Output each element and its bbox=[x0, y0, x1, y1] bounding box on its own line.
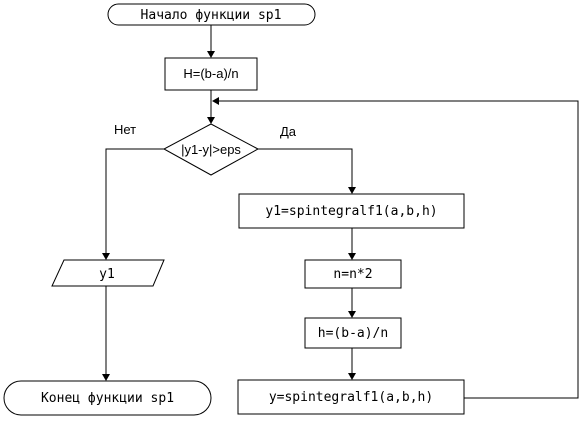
branch-no-label: Нет bbox=[114, 122, 136, 137]
edge-no-to-output bbox=[102, 148, 164, 260]
double-n-process: n=n*2 bbox=[304, 259, 402, 289]
start-label: Начало функции sp1 bbox=[141, 8, 282, 23]
h-update-process: h=(b-a)/n bbox=[304, 317, 402, 349]
condition-label: |y1-y|>eps bbox=[181, 142, 241, 157]
start-terminator: Начало функции sp1 bbox=[107, 3, 316, 26]
branch-yes-label: Да bbox=[280, 124, 297, 139]
edge-yes-to-y1 bbox=[258, 148, 356, 194]
condition-decision: |y1-y|>eps bbox=[162, 123, 260, 176]
calc-y1-label: y1=spintegralf1(a,b,h) bbox=[265, 204, 437, 219]
h-update-label: h=(b-a)/n bbox=[318, 326, 388, 341]
edge-loop-back bbox=[212, 97, 579, 399]
output-label: y1 bbox=[99, 267, 115, 282]
double-n-label: n=n*2 bbox=[333, 267, 372, 282]
end-label: Конец функции sp1 bbox=[41, 391, 174, 406]
h-init-label: H=(b-a)/n bbox=[183, 66, 238, 81]
calc-y1-process: y1=spintegralf1(a,b,h) bbox=[238, 193, 465, 229]
output-parallelogram: y1 bbox=[51, 259, 165, 287]
calc-y-label: y=spintegralf1(a,b,h) bbox=[269, 390, 433, 405]
h-init-process: H=(b-a)/n bbox=[164, 57, 258, 91]
calc-y-process: y=spintegralf1(a,b,h) bbox=[237, 379, 465, 415]
end-terminator: Конец функции sp1 bbox=[3, 380, 212, 416]
